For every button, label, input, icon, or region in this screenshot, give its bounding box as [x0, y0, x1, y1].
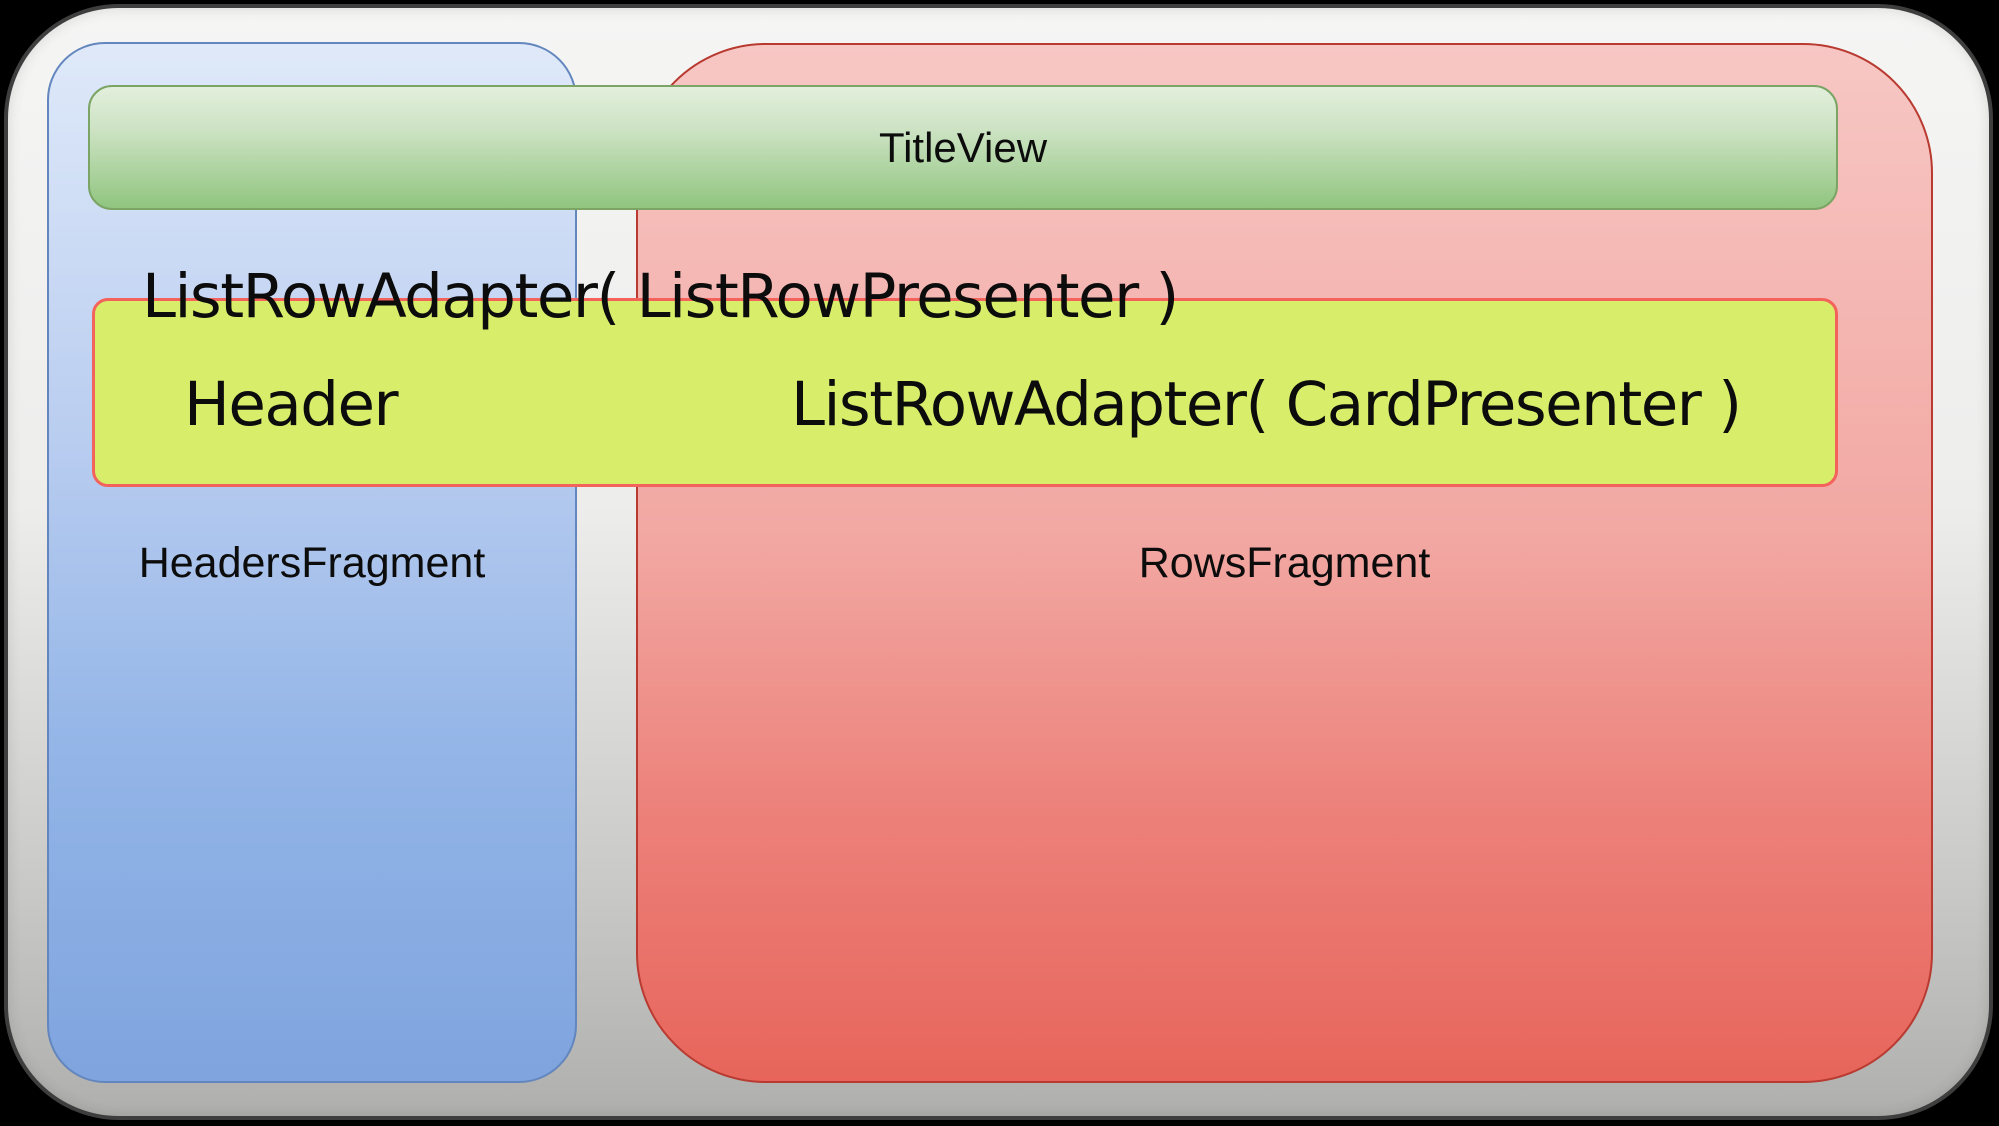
- rows-fragment-label: RowsFragment: [1138, 539, 1431, 587]
- list-row-bar: [92, 298, 1838, 487]
- title-view-bar: TitleView: [88, 85, 1838, 210]
- header-cell-label: Header: [184, 369, 399, 440]
- list-row-adapter-row-label: ListRowAdapter( ListRowPresenter ): [142, 261, 1179, 332]
- list-row-adapter-card-label: ListRowAdapter( CardPresenter ): [791, 369, 1742, 440]
- headers-fragment-label: HeadersFragment: [138, 539, 486, 587]
- title-view-label: TitleView: [878, 123, 1048, 171]
- headers-fragment-box: [47, 42, 577, 1083]
- rows-fragment-box: [636, 43, 1933, 1083]
